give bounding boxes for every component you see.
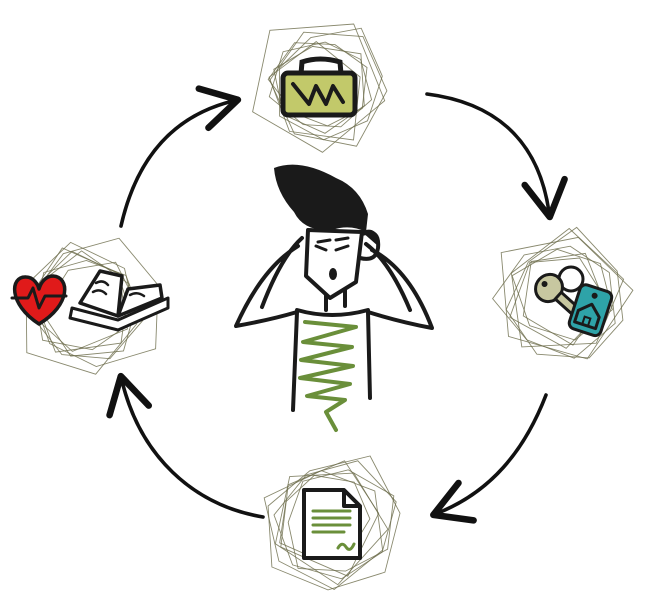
cycle-arrows	[106, 85, 568, 524]
scribble-stroke	[269, 31, 388, 147]
arrow-home-to-documents	[430, 393, 548, 524]
scribble-stroke	[263, 470, 384, 591]
arrow-documents-to-health	[106, 372, 265, 519]
scribble-stroke	[267, 455, 401, 591]
heart-book-icon	[10, 269, 170, 332]
arrow-work-to-home	[425, 92, 568, 221]
scribble-stroke	[500, 236, 634, 360]
scribble-stroke	[268, 41, 373, 128]
scribble-stroke	[511, 248, 613, 341]
document-icon	[302, 488, 362, 560]
scribble-stroke	[510, 227, 625, 348]
scribble-stroke	[252, 23, 386, 153]
scribble-stroke	[505, 226, 624, 359]
scribble-stroke	[25, 241, 138, 375]
house-keys-icon	[534, 265, 614, 338]
stressed-person-icon	[234, 164, 434, 432]
scribble-work	[252, 23, 388, 153]
briefcase-icon	[280, 56, 358, 118]
scribble-documents	[263, 455, 401, 591]
scribble-stroke	[278, 27, 383, 141]
scribble-stroke	[273, 460, 397, 580]
arrow-health-to-work	[119, 85, 242, 228]
scribble-stroke	[492, 245, 616, 359]
